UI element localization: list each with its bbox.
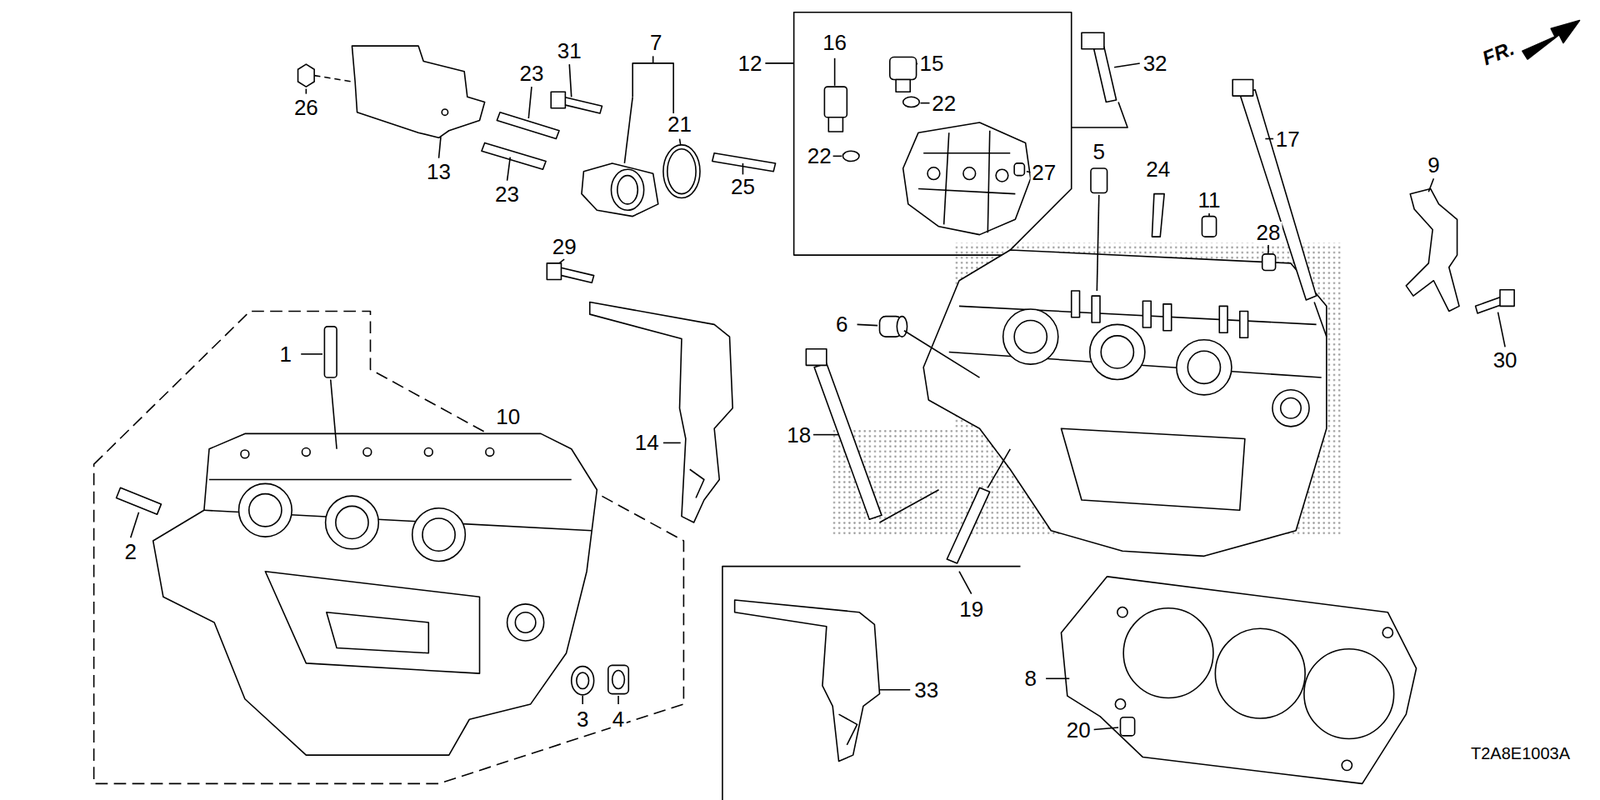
callout-number: 23 <box>493 183 521 205</box>
callout-number: 5 <box>1091 140 1107 163</box>
callout-number: 12 <box>736 52 765 75</box>
callout-number: 9 <box>1425 154 1441 176</box>
callout-number: 22 <box>930 92 958 115</box>
callout-number: 23 <box>517 62 545 85</box>
callout-number: 15 <box>917 52 945 75</box>
callout-number: 30 <box>1491 349 1520 371</box>
callout-number: 22 <box>805 145 834 167</box>
callout-number: 16 <box>820 31 849 54</box>
callout-number: 13 <box>425 160 453 183</box>
callout-number: 32 <box>1141 52 1170 75</box>
callout-number: 27 <box>1030 161 1058 184</box>
callout-number: 3 <box>575 708 590 730</box>
callout-number: 2 <box>123 540 139 563</box>
callout-number: 26 <box>292 96 320 119</box>
callout-number: 33 <box>912 679 940 701</box>
callout-number: 20 <box>1065 719 1093 741</box>
diagram-code: T2A8E1003A <box>1469 745 1572 762</box>
callout-number: 8 <box>1023 667 1039 690</box>
callout-number: 10 <box>494 405 522 428</box>
callout-number: 31 <box>555 40 584 62</box>
callout-number: 28 <box>1255 221 1283 244</box>
callout-number: 14 <box>633 431 661 454</box>
callout-number: 24 <box>1144 158 1172 180</box>
orientation-mark: FR. <box>1477 37 1519 70</box>
callout-number: 7 <box>648 31 664 54</box>
callout-number: 19 <box>957 598 985 620</box>
callout-number: 11 <box>1196 189 1223 211</box>
callout-number: 1 <box>278 343 294 365</box>
callout-number: 21 <box>665 113 694 135</box>
callout-number: 18 <box>785 424 813 446</box>
callout-number: 17 <box>1274 128 1302 150</box>
callout-number: 6 <box>834 313 850 335</box>
callout-number: 4 <box>610 708 626 730</box>
callout-number: 29 <box>550 235 579 258</box>
callout-number: 25 <box>729 175 757 198</box>
